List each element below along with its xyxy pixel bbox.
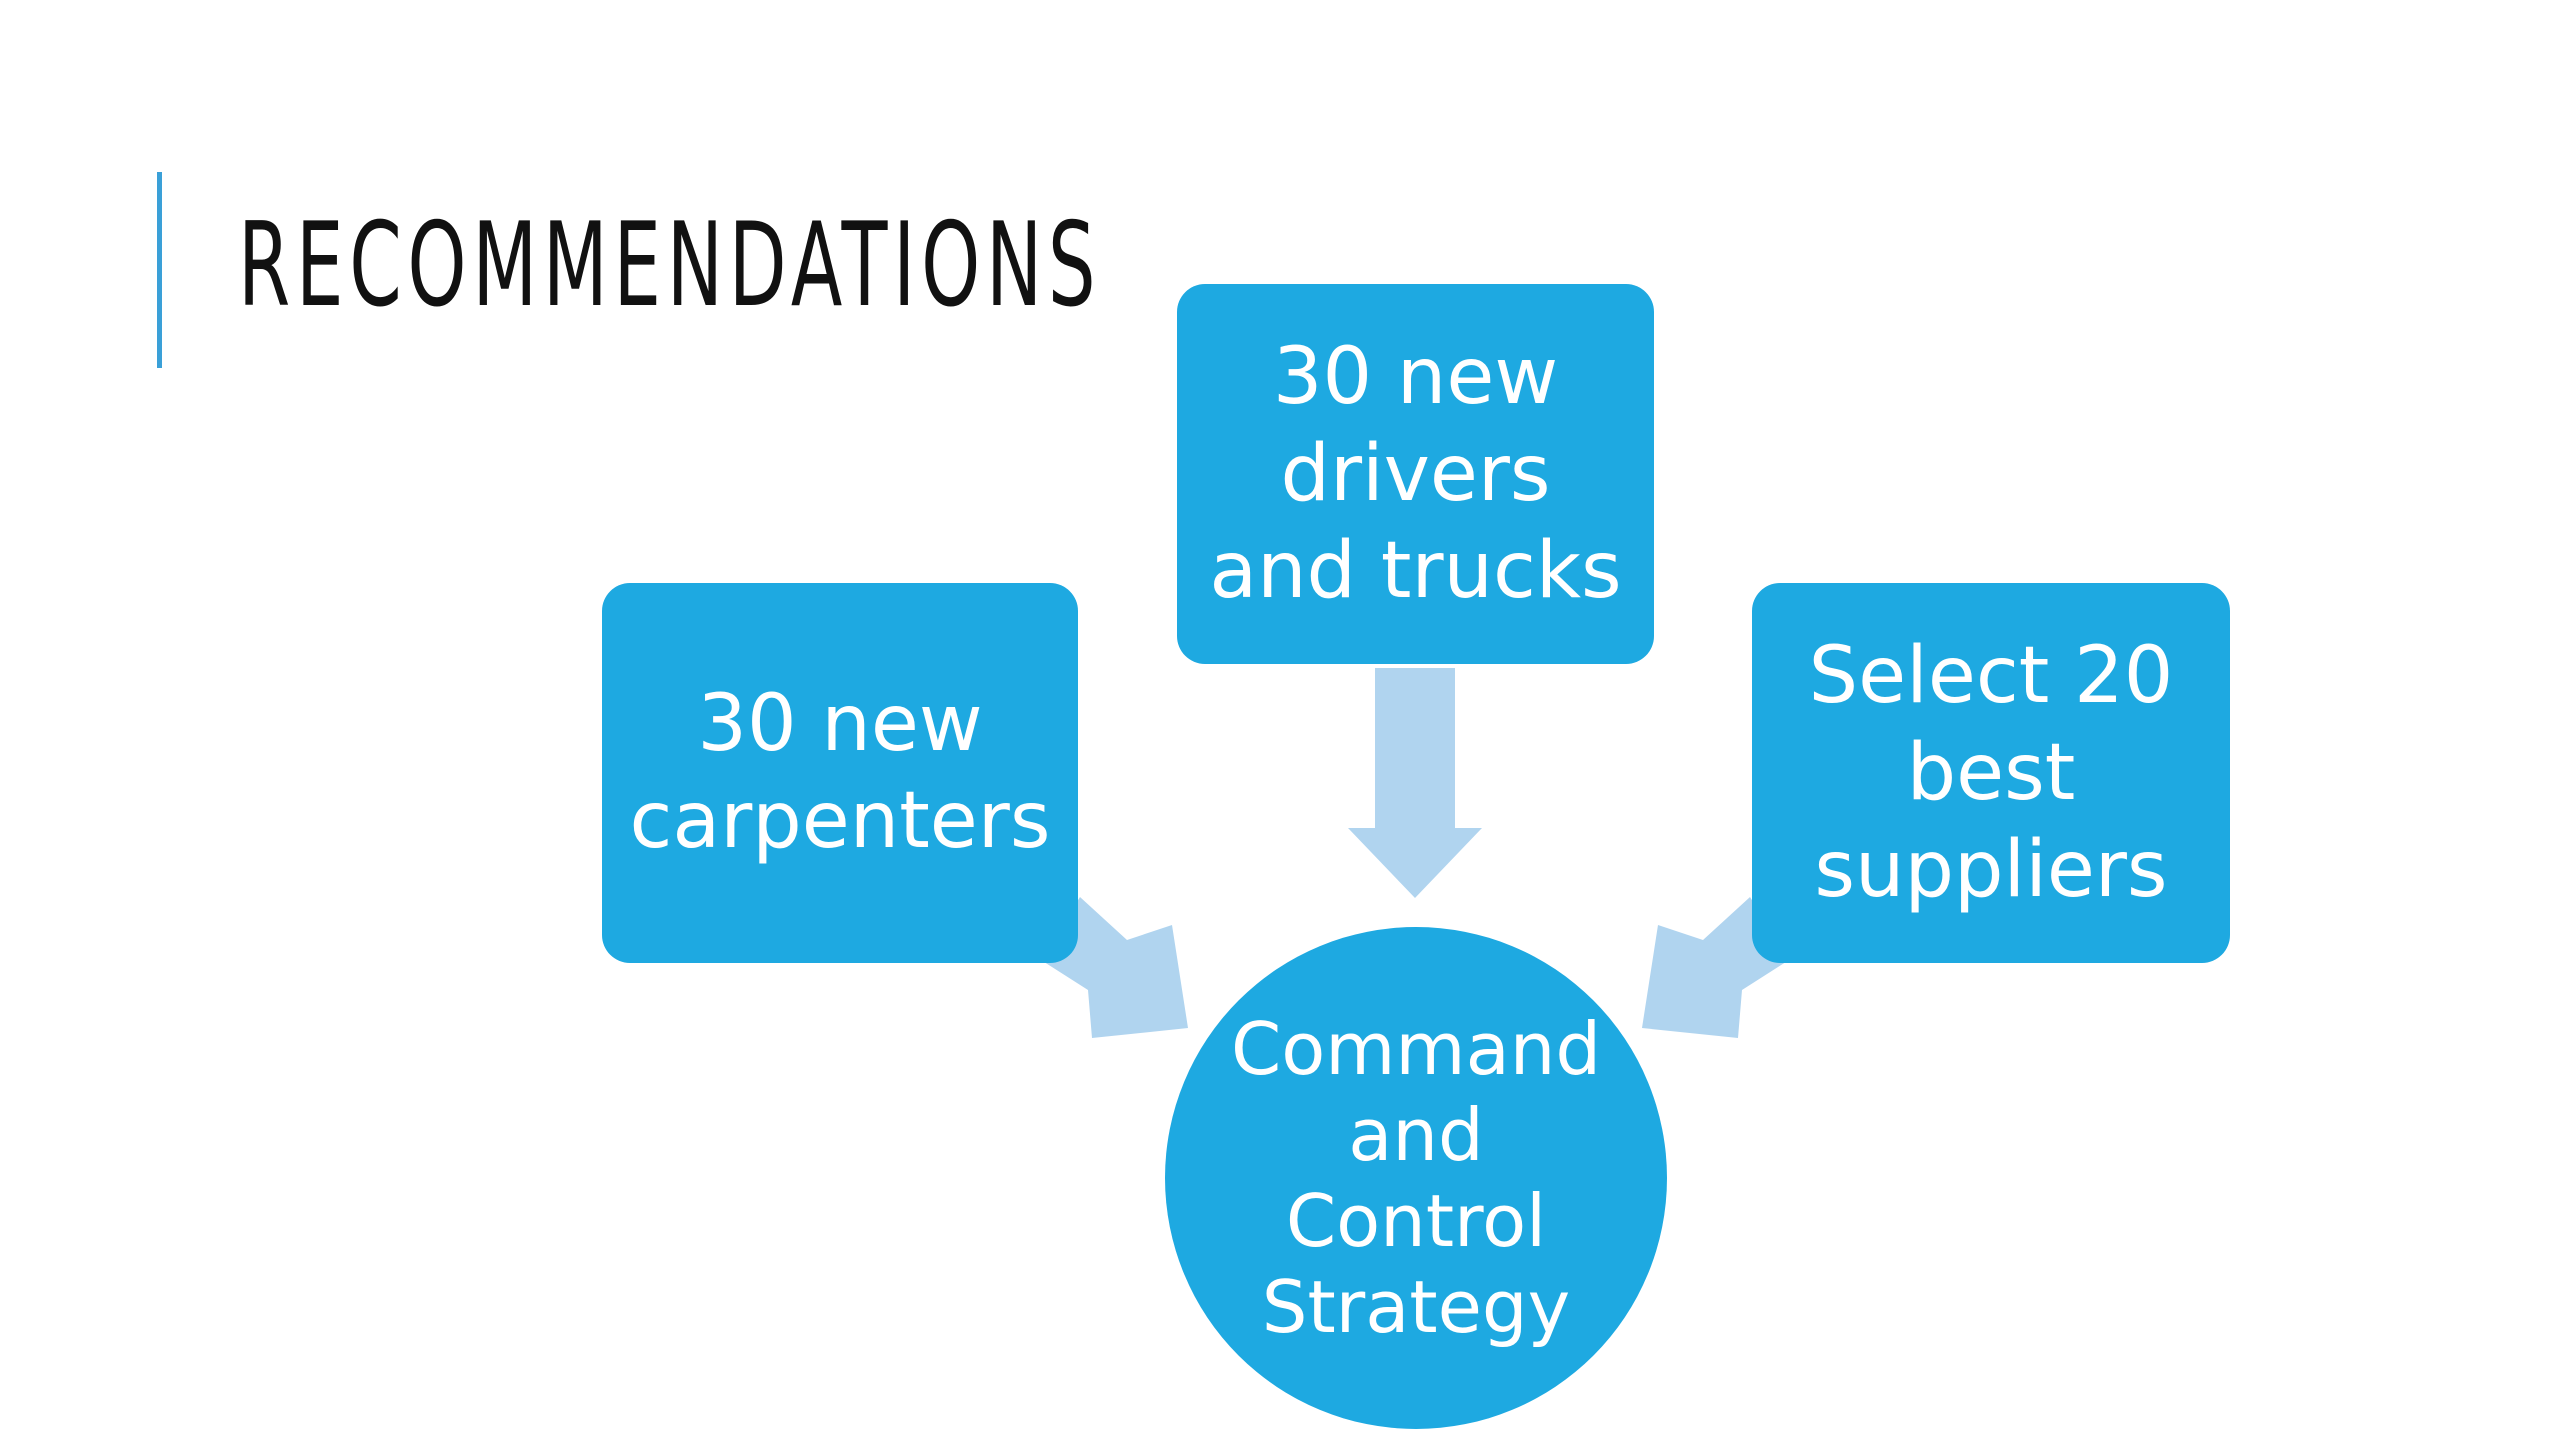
node-command-control: Command and Control Strategy — [1165, 927, 1667, 1429]
slide-title: RECOMMENDATIONS — [238, 198, 1102, 333]
node-command-control-label: Command and Control Strategy — [1230, 1007, 1602, 1349]
node-drivers-trucks: 30 new drivers and trucks — [1177, 284, 1654, 664]
node-suppliers: Select 20 best suppliers — [1752, 583, 2230, 963]
node-suppliers-label: Select 20 best suppliers — [1808, 630, 2174, 915]
node-carpenters-label: 30 new carpenters — [629, 679, 1051, 866]
node-carpenters: 30 new carpenters — [602, 583, 1078, 963]
arrow-drivers-to-center — [1348, 668, 1482, 898]
node-drivers-trucks-label: 30 new drivers and trucks — [1209, 331, 1622, 616]
title-accent-bar — [157, 172, 162, 368]
